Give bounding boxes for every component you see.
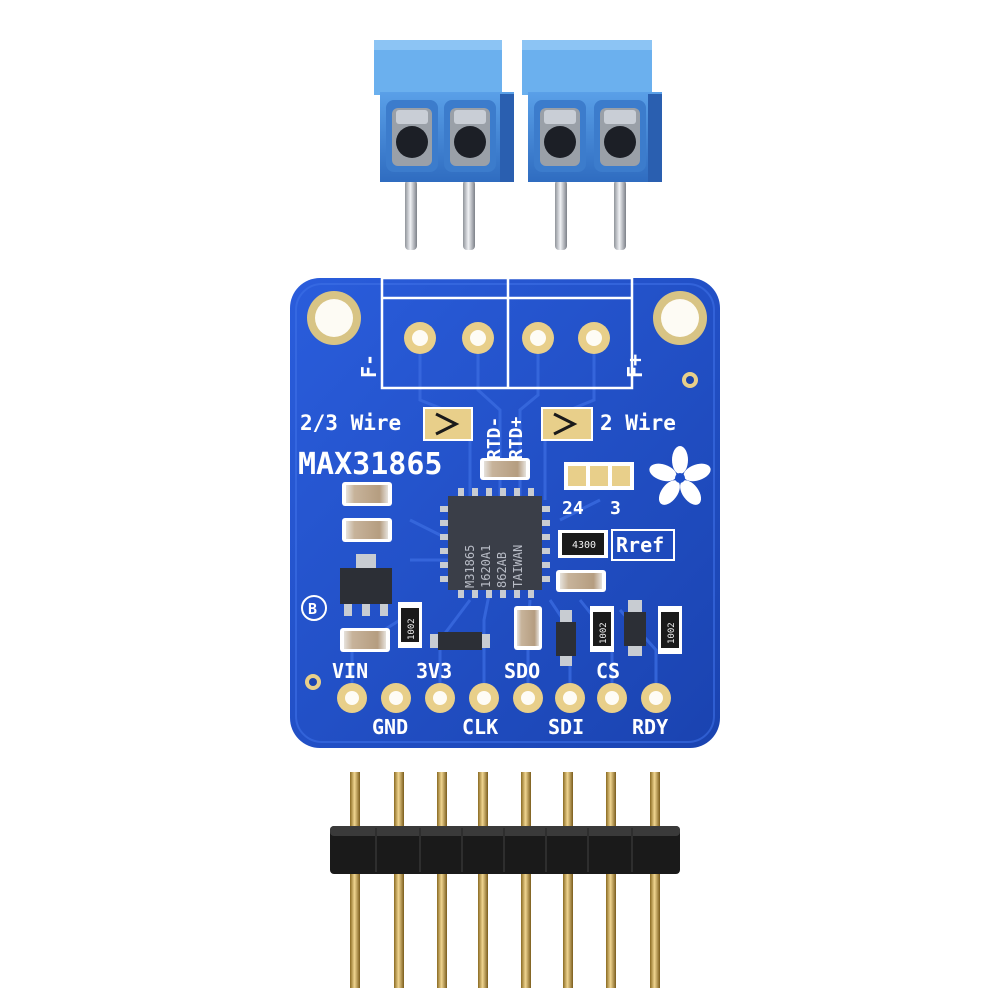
jumper-243-pads [564,462,634,490]
jumper-24-label: 24 [562,498,584,519]
resistor-2: 1002 [590,606,614,652]
pin-label-gnd: GND [372,715,408,739]
jumper-23-wire [423,407,473,441]
mounting-hole-left [307,291,361,345]
terminal-block-right [522,40,662,250]
rtd-plus-label: RTD+ [506,416,527,460]
pcb-board: F- F+ 2/3 Wire 2 Wire RTD- RTD+ MAX31865… [290,276,720,748]
adafruit-flower-icon [649,446,711,505]
rref-resistor: 4300 [558,530,608,558]
svg-text:1002: 1002 [599,622,609,644]
jumper-2-wire [541,407,593,441]
wire-23-label: 2/3 Wire [300,411,401,435]
svg-text:862AB: 862AB [495,552,509,588]
revision-badge: B [301,595,327,621]
svg-text:Rref: Rref [616,533,664,557]
resistor-3: 1002 [658,606,682,654]
svg-text:4300: 4300 [572,540,596,551]
pin-header [330,772,680,988]
svg-text:1002: 1002 [407,618,417,640]
max31865-chip: M31865 1620A1 862AB TAIWAN [440,488,550,598]
rref-label-box: Rref [611,529,675,561]
pin-label-sdo: SDO [504,659,540,683]
mounting-hole-right [653,291,707,345]
resistor-1: 1002 [398,602,422,648]
terminal-pads [404,322,610,354]
wire-2-label: 2 Wire [600,411,676,435]
diode [430,632,490,650]
f-plus-label: F+ [623,354,647,378]
pin-label-clk: CLK [462,715,498,739]
svg-text:TAIWAN: TAIWAN [511,545,525,588]
pin-label-sdi: SDI [548,715,584,739]
board-title: MAX31865 [298,447,443,482]
header-pads [337,683,671,713]
voltage-regulator [340,554,392,616]
f-minus-label: F- [357,354,381,378]
rtd-minus-label: RTD- [484,417,505,460]
capacitors [340,458,606,652]
transistor-2 [624,600,646,656]
transistor-1 [556,610,576,666]
svg-text:1002: 1002 [667,622,677,644]
svg-text:1620A1: 1620A1 [479,545,493,588]
pin-label-rdy: RDY [632,715,668,739]
jumper-3-label: 3 [610,498,621,519]
pin-label-3v3: 3V3 [416,659,452,683]
svg-text:M31865: M31865 [463,545,477,588]
svg-text:B: B [308,600,317,618]
pin-label-cs: CS [596,659,620,683]
pin-label-vin: VIN [332,659,368,683]
terminal-block-left [374,40,514,250]
terminal-outline [380,276,634,390]
